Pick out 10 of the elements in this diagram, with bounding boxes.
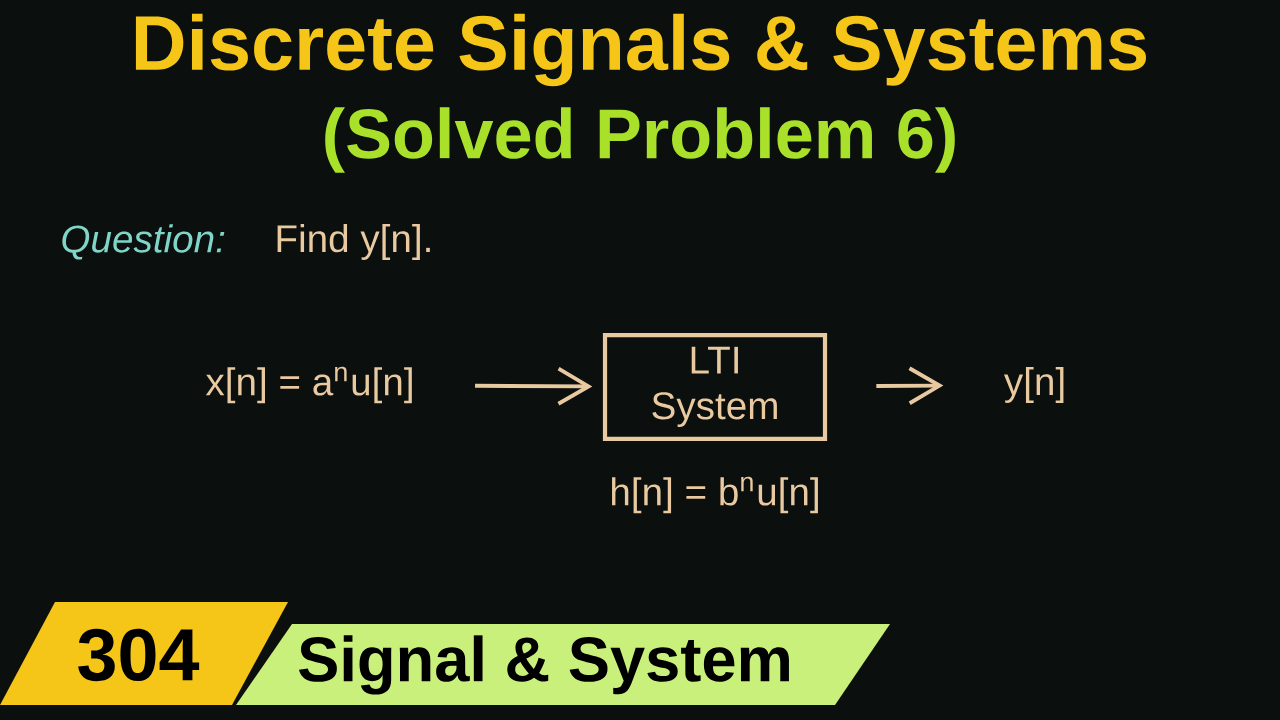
arrow <box>475 367 593 406</box>
signal-label: y[n] <box>1004 366 1064 403</box>
title: Discrete Signals & Systems <box>135 13 1146 87</box>
impulse-response-label: h[n] = b$^{n}$u[n] <box>612 476 818 514</box>
number-banner: 304 <box>0 602 288 705</box>
subtitle: (Solved Problem 6) <box>325 107 955 173</box>
system-box: LTI System <box>602 333 828 441</box>
signal-label: x[n] = a$^{n}$u[n] <box>205 366 412 404</box>
question-text: Find y[n]. <box>277 223 430 260</box>
question-label: Question: <box>62 224 225 260</box>
